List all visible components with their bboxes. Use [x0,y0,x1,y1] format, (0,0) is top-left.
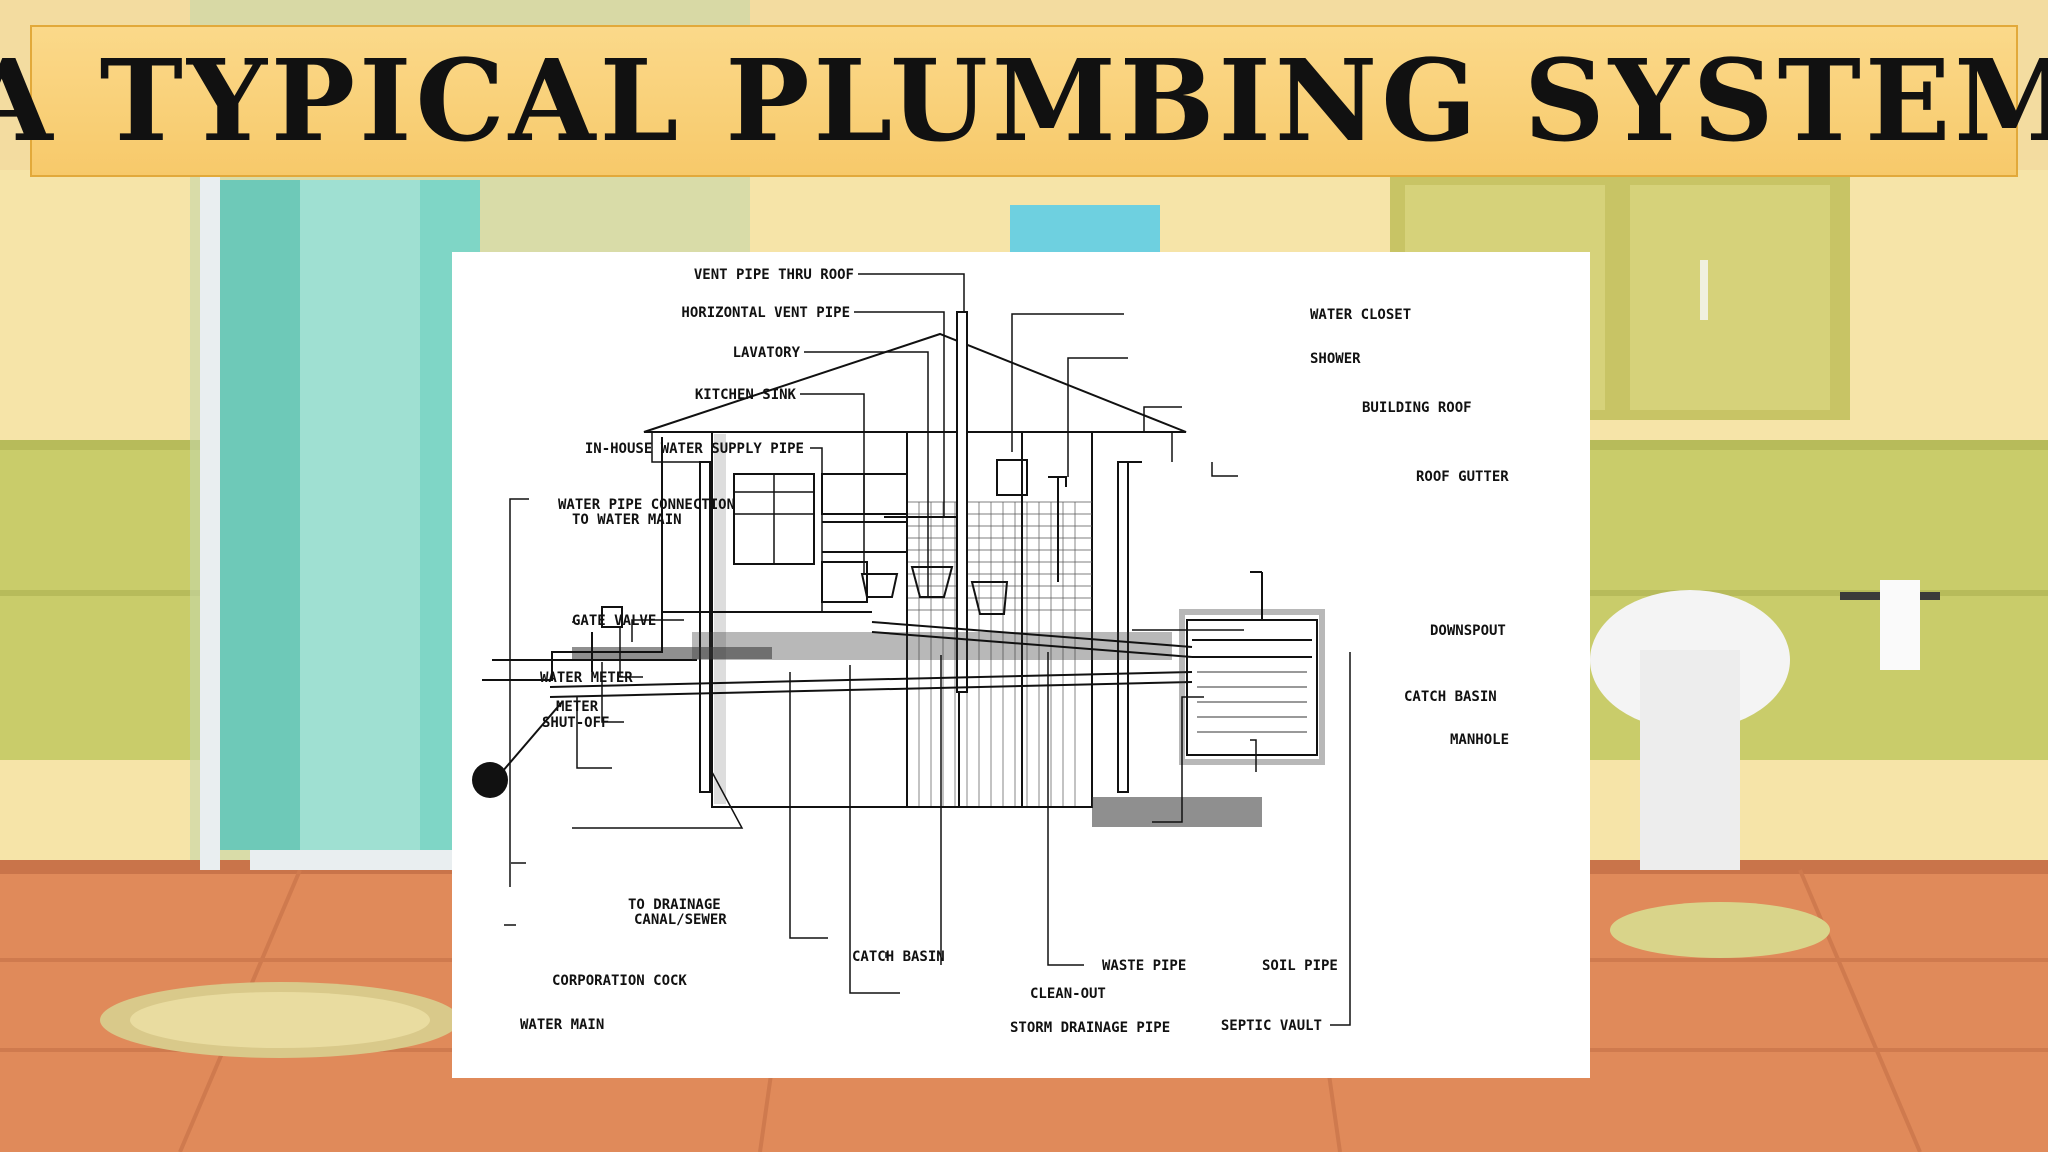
label-catch-basin-high: CATCH BASIN [1404,689,1497,705]
label-to-water-main: TO WATER MAIN [572,512,682,528]
label-shower: SHOWER [1310,351,1361,367]
lavatory-fixture [910,566,954,598]
label-soil-pipe: SOIL PIPE [1262,958,1338,974]
house-roof [643,332,1187,433]
label-manhole: MANHOLE [1450,732,1509,748]
kitchen-sink-fixture [860,573,899,598]
label-septic-vault: SEPTIC VAULT [1221,1018,1322,1034]
plumbing-diagram: VENT PIPE THRU ROOF HORIZONTAL VENT PIPE… [472,267,1509,1036]
septic-water [1197,671,1307,733]
label-to-drainage: TO DRAINAGE [628,897,721,913]
label-canal-sewer: CANAL/SEWER [634,912,727,928]
water-meter [601,606,623,628]
downspout-left [699,461,711,793]
label-clean-out: CLEAN-OUT [1030,986,1106,1002]
vent-pipe [956,311,968,693]
label-building-roof: BUILDING ROOF [1362,400,1472,416]
shower-head [1048,476,1067,582]
label-water-closet: WATER CLOSET [1310,307,1411,323]
water-supply-pipe [482,437,872,681]
label-gate-valve: GATE VALVE [572,613,656,629]
label-lavatory: LAVATORY [733,345,801,361]
label-catch-basin-low: CATCH BASIN [852,949,945,965]
label-water-pipe-connection: WATER PIPE CONNECTION [558,497,735,513]
page-title: A TYPICAL PLUMBING SYSTEM [0,35,2048,167]
house-wall [711,431,1093,808]
soil-hatching [572,632,1262,827]
storm-drainage-pipe [549,671,1193,688]
septic-vault [1186,619,1318,756]
water-closet-fixture [970,581,1009,615]
label-corporation-cock: CORPORATION COCK [552,973,687,989]
label-horizontal-vent-pipe: HORIZONTAL VENT PIPE [681,305,850,321]
plumbing-diagram-panel: VENT PIPE THRU ROOF HORIZONTAL VENT PIPE… [452,252,1590,1078]
water-main-pipe [472,762,508,798]
label-meter: METER [556,699,599,715]
label-shut-off: SHUT-OFF [542,715,609,731]
label-storm-drainage-pipe: STORM DRAINAGE PIPE [1010,1020,1170,1036]
downspout-right [1117,461,1129,793]
title-banner: A TYPICAL PLUMBING SYSTEM [0,25,2048,177]
label-waste-pipe: WASTE PIPE [1102,958,1186,974]
label-kitchen-sink: KITCHEN SINK [695,387,797,403]
label-in-house-water-supply-pipe: IN-HOUSE WATER SUPPLY PIPE [585,441,804,457]
sewer-main-pipe [871,621,1193,658]
label-vent-pipe-thru-roof: VENT PIPE THRU ROOF [694,267,854,283]
label-water-main: WATER MAIN [520,1017,604,1033]
label-water-meter: WATER METER [540,670,633,686]
label-roof-gutter: ROOF GUTTER [1416,469,1509,485]
label-downspout: DOWNSPOUT [1430,623,1506,639]
